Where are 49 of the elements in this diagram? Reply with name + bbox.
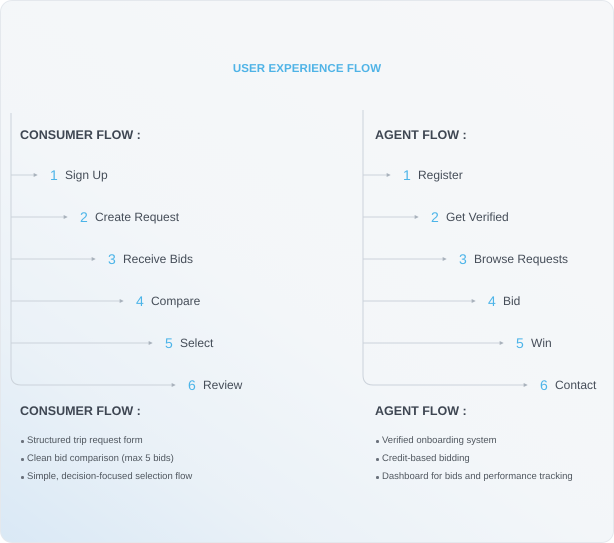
step-number: 6 (188, 377, 197, 393)
section-heading: CONSUMER FLOW : (20, 404, 141, 419)
step-number: 3 (108, 251, 117, 267)
step-number: 6 (540, 377, 549, 393)
step-number: 5 (165, 335, 174, 351)
arrow (10, 257, 96, 261)
diagram-title: USER EXPERIENCE FLOW (232, 63, 382, 75)
step-number: 5 (516, 335, 525, 351)
arrow (362, 341, 504, 345)
step-label: Win (531, 336, 552, 350)
step-label: Review (203, 378, 242, 392)
arrow (362, 173, 391, 177)
section-heading: CONSUMER FLOW : (20, 128, 141, 143)
bullet-text: Simple, decision-focused selection flow (27, 471, 192, 482)
step-label: Select (180, 336, 214, 350)
section-heading: AGENT FLOW : (375, 128, 467, 143)
step-label: Register (418, 168, 463, 182)
arrow (10, 215, 68, 219)
arrow (362, 215, 419, 219)
flow-trunk-line (10, 112, 12, 376)
arrow (10, 374, 176, 387)
bullet-text: Clean bid comparison (max 5 bids) (27, 453, 174, 464)
step-number: 2 (80, 209, 89, 225)
arrow (10, 173, 38, 177)
arrow (362, 257, 447, 261)
arrow (10, 299, 124, 303)
step-number: 4 (136, 293, 145, 309)
step-number: 4 (488, 293, 497, 309)
step-label: Compare (151, 294, 200, 308)
step-number: 1 (403, 167, 412, 183)
flow-trunk-line (362, 110, 364, 376)
arrow (10, 341, 153, 345)
step-label: Create Request (95, 210, 180, 224)
arrow (362, 374, 528, 387)
step-label: Bid (503, 294, 520, 308)
step-label: Get Verified (446, 210, 509, 224)
step-label: Contact (555, 378, 596, 392)
bullet-text: Structured trip request form (27, 435, 143, 446)
step-label: Receive Bids (123, 252, 194, 266)
section-heading: AGENT FLOW : (375, 404, 467, 419)
step-number: 3 (459, 251, 468, 267)
bullet-text: Dashboard for bids and performance tracking (382, 471, 573, 482)
bullet-text: Credit-based bidding (382, 453, 470, 464)
bullet-text: Verified onboarding system (382, 435, 497, 446)
step-number: 1 (50, 167, 59, 183)
arrow (362, 299, 476, 303)
step-number: 2 (431, 209, 440, 225)
step-label: Browse Requests (474, 252, 568, 266)
step-label: Sign Up (65, 168, 108, 182)
